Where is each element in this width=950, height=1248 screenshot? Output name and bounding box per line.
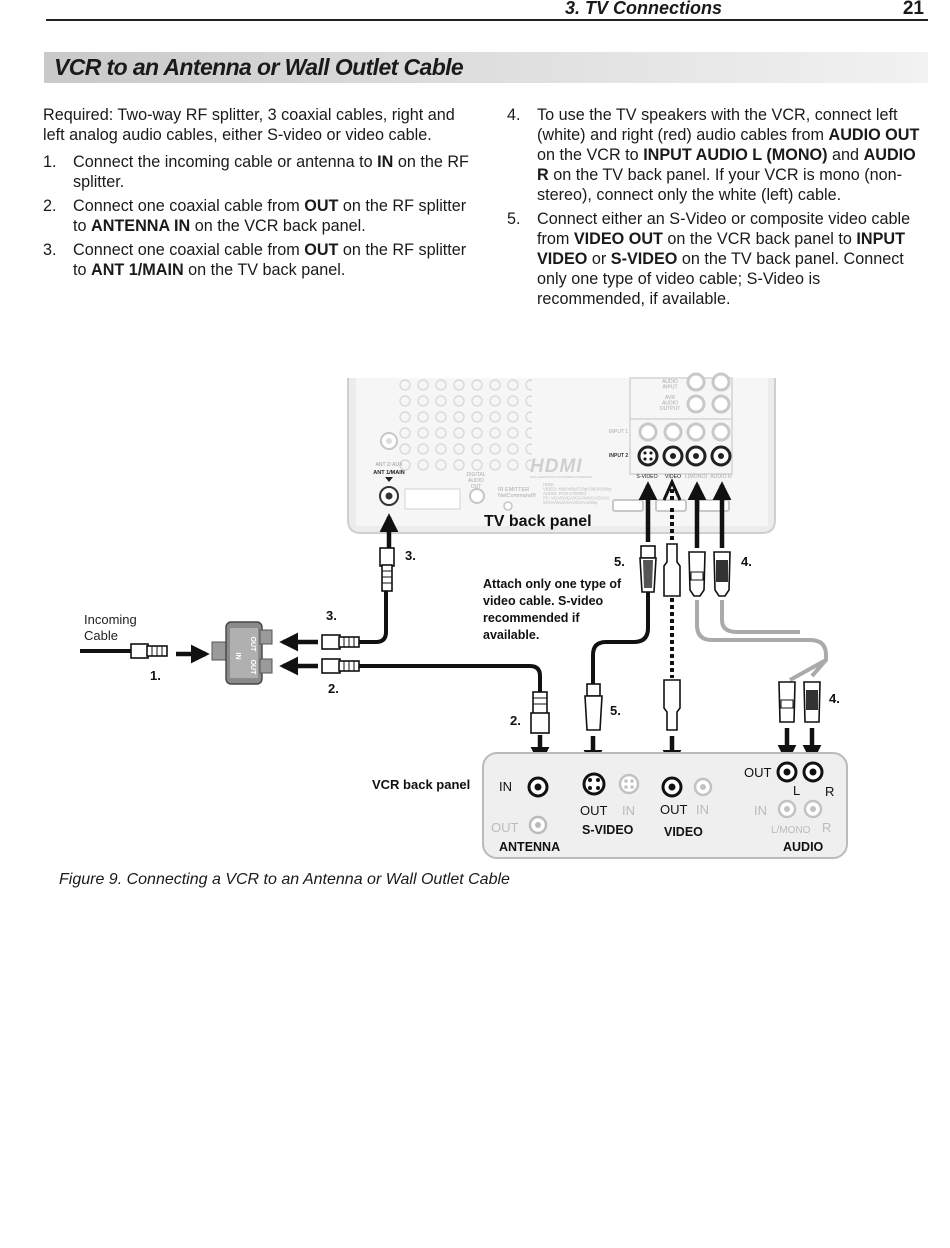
step-3: 3.Connect one coaxial cable from OUT on … (43, 241, 467, 279)
vcr-svideo-out-port (582, 772, 606, 796)
svg-text:OUT: OUT (249, 637, 256, 653)
svg-text:OUT: OUT (744, 765, 772, 780)
header-rule (46, 19, 928, 21)
ant1-label: ANT 1/MAIN (373, 470, 405, 476)
svg-text:3.: 3. (326, 608, 337, 623)
svg-text:INPUT 1: INPUT 1 (609, 429, 628, 435)
svg-text:S-VIDEO: S-VIDEO (582, 823, 634, 837)
hdmi-logo: HDMI (530, 456, 583, 477)
page-number: 21 (902, 0, 924, 19)
svg-text:OUT: OUT (249, 660, 256, 676)
svg-text:Incoming: Incoming (84, 612, 137, 627)
svg-text:1.: 1. (150, 668, 161, 683)
step-4: 4.To use the TV speakers with the VCR, c… (507, 106, 920, 204)
svg-text:3.: 3. (405, 548, 416, 563)
steps-list-right: 4.To use the TV speakers with the VCR, c… (507, 105, 922, 309)
svg-text:AUDIO: AUDIO (783, 840, 824, 854)
svg-text:ANTENNA: ANTENNA (499, 840, 560, 854)
svg-text:2.: 2. (328, 681, 339, 696)
vcr-back-panel: VCR back panel IN OUT ANTENNA OUT IN S-V… (372, 752, 848, 859)
svg-text:VIDEO: VIDEO (665, 474, 681, 480)
right-column: 4.To use the TV speakers with the VCR, c… (507, 105, 922, 309)
incoming-cable: Incoming Cable 1. (80, 612, 210, 683)
svg-text:OUT: OUT (580, 803, 608, 818)
svg-text:R: R (825, 784, 834, 799)
vent-holes (398, 378, 532, 472)
tv-svideo-port (637, 445, 659, 467)
svg-text:IN: IN (696, 802, 709, 817)
section-title-bar: VCR to an Antenna or Wall Outlet Cable (44, 52, 928, 83)
svg-text:L: L (793, 783, 800, 798)
tv-panel-label: TV back panel (484, 513, 592, 530)
svg-text:IN: IN (754, 803, 767, 818)
svg-text:2.: 2. (510, 713, 521, 728)
svg-text:IN: IN (499, 779, 512, 794)
svg-text:5.: 5. (614, 554, 625, 569)
input2-ports (637, 445, 732, 467)
digital-audio-out-port (469, 488, 485, 504)
chapter-heading: 3. TV Connections (564, 0, 722, 18)
svg-text:4.: 4. (741, 554, 752, 569)
ant2-label: ANT 2/ AUX (376, 462, 404, 468)
svg-text:IN: IN (622, 803, 635, 818)
steps-list-left: 1.Connect the incoming cable or antenna … (43, 152, 475, 280)
video-cable-note: Attach only one type of video cable. S-v… (483, 577, 625, 642)
svg-text:VIDEO: VIDEO (664, 825, 703, 839)
svideo-cable: 5. 5. (583, 481, 658, 769)
svg-text:IN: IN (234, 653, 241, 660)
svg-text:L(MONO): L(MONO) (685, 474, 708, 480)
step-5: 5.Connect either an S-Video or composite… (507, 210, 911, 308)
step-1: 1.Connect the incoming cable or antenna … (43, 153, 469, 191)
svg-text:4.: 4. (829, 691, 840, 706)
svg-text:OUT: OUT (491, 820, 519, 835)
svg-text:L/MONO: L/MONO (771, 825, 811, 836)
left-column: Required: Two-way RF splitter, 3 coaxial… (43, 105, 475, 280)
svg-text:S-VIDEO: S-VIDEO (636, 474, 657, 480)
svg-text:OUT: OUT (660, 802, 688, 817)
svg-text:INPUT 2: INPUT 2 (609, 453, 628, 459)
figure-caption: Figure 9. Connecting a VCR to an Antenna… (59, 871, 510, 888)
rf-splitter: IN OUT OUT (211, 621, 318, 685)
requirements-intro: Required: Two-way RF splitter, 3 coaxial… (43, 106, 455, 144)
svg-text:AUDIO R: AUDIO R (710, 474, 732, 480)
svg-text:HIGH-DEFINITION MULTIMEDIA INT: HIGH-DEFINITION MULTIMEDIA INTERFACE (530, 475, 592, 479)
svg-text:5.: 5. (610, 703, 621, 718)
section-title: VCR to an Antenna or Wall Outlet Cable (54, 54, 464, 80)
svg-text:R: R (822, 820, 831, 835)
vcr-panel-label: VCR back panel (372, 777, 470, 792)
svg-text:Cable: Cable (84, 628, 118, 643)
step-2: 2.Connect one coaxial cable from OUT on … (43, 197, 467, 235)
